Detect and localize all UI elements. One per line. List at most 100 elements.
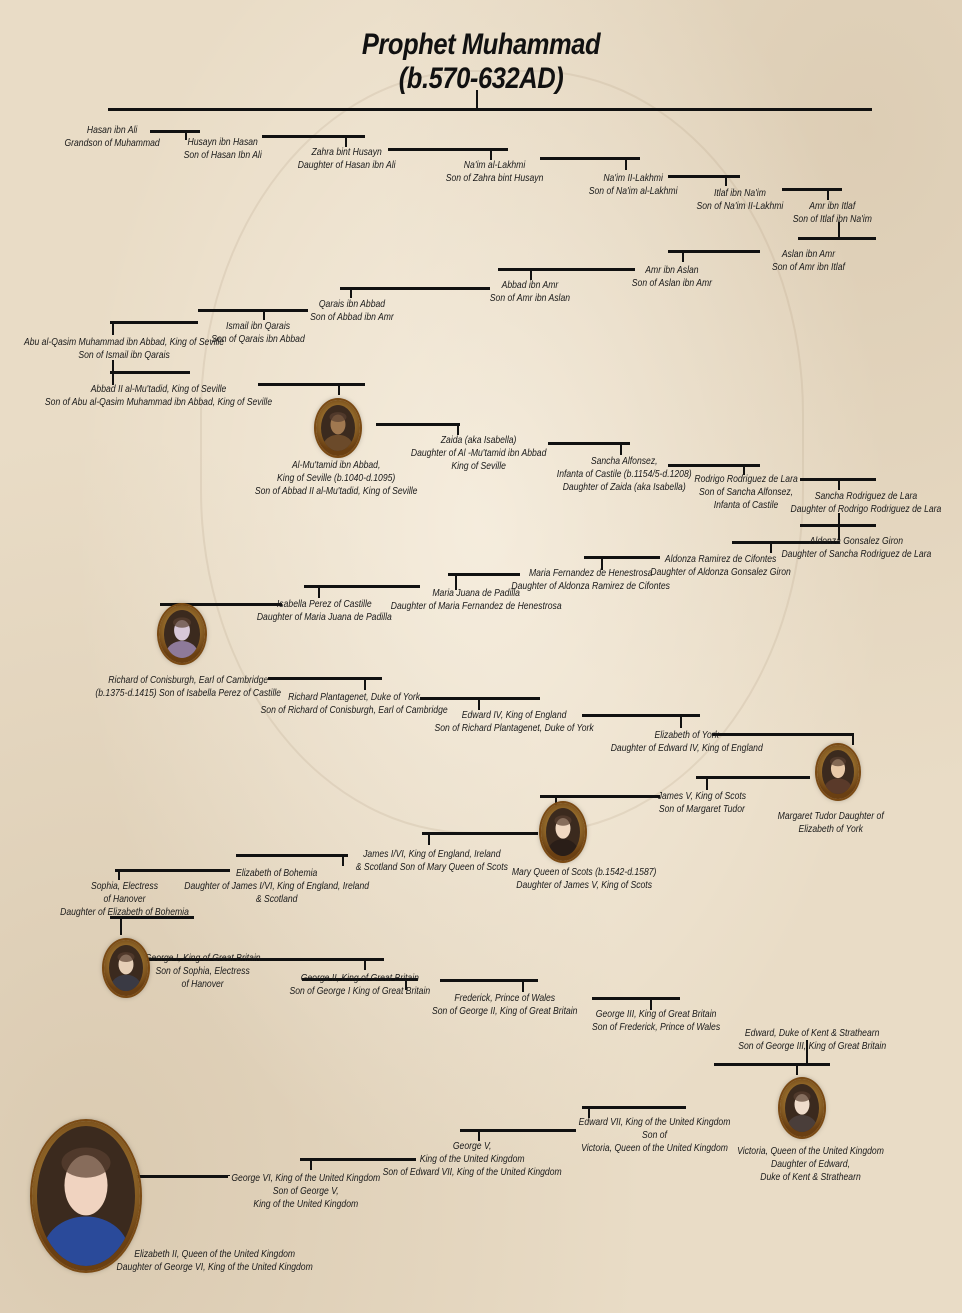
tree-connector-line [838, 478, 840, 490]
tree-connector-line [838, 222, 840, 237]
person-label-line1: Maria Juana de Padilla [432, 587, 520, 599]
portrait-icon [822, 750, 854, 794]
person-label-line1: Qarais ibn Abbad [318, 298, 386, 310]
person-label: Richard of Conisburgh, Earl of Cambridge… [95, 674, 281, 700]
person-label: Al-Mu'tamid ibn Abbad,King of Seville (b… [255, 459, 418, 498]
person-label-line3: Duke of Kent & Strathearn [759, 1171, 861, 1183]
person-label-line1: Abbad ibn Amr [501, 279, 559, 291]
person-label-line1: Edward, Duke of Kent & Strathearn [744, 1027, 880, 1039]
person-label-line1: Al-Mu'tamid ibn Abbad, [291, 459, 381, 471]
person-label: Zaida (aka Isabella)Daughter of Al -Mu't… [410, 434, 545, 473]
tree-connector-line [457, 423, 459, 435]
tree-connector-line [540, 795, 660, 798]
person-label-line1: Amr ibn Aslan [645, 264, 699, 276]
tree-connector-line [620, 442, 622, 455]
tree-connector-line [318, 585, 320, 598]
tree-connector-line [725, 175, 727, 186]
person-label-line2: Son of Na'im al-Lakhmi [588, 185, 678, 197]
person-label-line2: Son of George II, King of Great Britain [431, 1005, 577, 1017]
person-label-line3: of Hanover [181, 978, 224, 990]
person-label-line1: Richard of Conisburgh, Earl of Cambridge [108, 674, 269, 686]
person-label-line1: Na'im al-Lakhmi [463, 159, 525, 171]
tree-connector-line [345, 135, 347, 147]
tree-connector-line [300, 1158, 416, 1161]
tree-connector-line [110, 321, 198, 324]
person-label-line2: Daughter of George VI, King of the Unite… [116, 1261, 313, 1273]
person-label-line2: Daughter of Rodrigo Rodriguez de Lara [790, 503, 942, 515]
person-label-line2: Son of Aslan ibn Amr [631, 277, 713, 289]
tree-connector-line [706, 776, 708, 790]
tree-connector-line [185, 130, 187, 140]
person-label-line2: Son of Zahra bint Husayn [445, 172, 543, 184]
person-label-line2: Grandson of Muhammad [64, 137, 160, 149]
person-label-line1: Isabella Perez of Castille [276, 598, 372, 610]
person-label-line2: King of Seville (b.1040-d.1095) [277, 472, 396, 484]
tree-connector-line [115, 869, 230, 872]
person-label-line1: George I, King of Great Britain [144, 952, 261, 964]
title-name: Prophet Muhammad [361, 28, 601, 61]
person-label-line1: Amr ibn Itlaf [808, 200, 855, 212]
tree-connector-line [228, 1175, 230, 1176]
tree-connector-line [522, 979, 524, 992]
person-label-line2: Son of Sophia, Electress [154, 965, 250, 977]
person-label-line3: Daughter of Elizabeth of Bohemia [59, 906, 189, 918]
person-label-line3: King of Seville [450, 460, 506, 472]
tree-connector-line [838, 513, 840, 540]
tree-connector-line [388, 148, 508, 151]
person-label-line2: Son of Amr ibn Itlaf [771, 261, 845, 273]
person-label-line2: Son of Abu al-Qasim Muhammad ibn Abbad, … [44, 396, 272, 408]
tree-connector-line [548, 442, 630, 445]
person-label-line3: Victoria, Queen of the United Kingdom [580, 1142, 728, 1154]
person-label-line2: Son of George III, King of Great Britain [738, 1040, 887, 1052]
tree-connector-line [268, 677, 382, 680]
tree-connector-line [120, 916, 122, 935]
portrait-icon [321, 405, 355, 451]
person-label-line3: Infanta of Castile [713, 499, 779, 511]
portrait-frame [817, 745, 859, 799]
portrait-icon [164, 610, 200, 658]
person-label-line1: Abu al-Qasim Muhammad ibn Abbad, King of… [23, 336, 225, 348]
tree-connector-line [110, 916, 194, 919]
person-label: Abu al-Qasim Muhammad ibn Abbad, King of… [24, 336, 224, 362]
person-label-line3: & Scotland [255, 893, 297, 905]
tree-connector-line [428, 832, 430, 845]
portrait-icon [109, 945, 143, 991]
tree-connector-line [262, 135, 365, 138]
tree-connector-line [770, 541, 772, 553]
person-label-line2: Elizabeth of York [797, 823, 863, 835]
tree-connector-line [650, 997, 652, 1010]
person-label-line1: Aslan ibn Amr [781, 248, 835, 260]
person-label-line1: Rodrigo Rodriguez de Lara [694, 473, 798, 485]
person-label-line2: (b.1375-d.1415) Son of Isabella Perez of… [95, 687, 282, 699]
tree-connector-line [148, 958, 384, 961]
tree-connector-line [310, 1158, 312, 1170]
tree-connector-line [582, 714, 700, 717]
person-label-line2: Daughter of Edward IV, King of England [610, 742, 763, 754]
person-label-line1: Maria Fernandez de Henestrosa [528, 567, 652, 579]
person-label-line2: Daughter of Al -Mu'tamid ibn Abbad [410, 447, 546, 459]
person-label-line2: Daughter of Maria Fernandez de Henestros… [390, 600, 562, 612]
tree-connector-line [340, 287, 490, 290]
tree-connector-line [364, 958, 366, 970]
portrait-frame [104, 940, 148, 996]
tree-connector-line [136, 1175, 228, 1178]
portrait-frame [159, 605, 205, 663]
person-label-line2: Son of Itlaf ibn Na'im [792, 213, 872, 225]
tree-connector-line [304, 585, 420, 588]
tree-connector-line [625, 157, 627, 170]
person-label-line1: George II, King of Great Britain [300, 972, 419, 984]
person-label-line2: Infanta of Castile (b.1154/5-d.1208) [556, 468, 692, 480]
